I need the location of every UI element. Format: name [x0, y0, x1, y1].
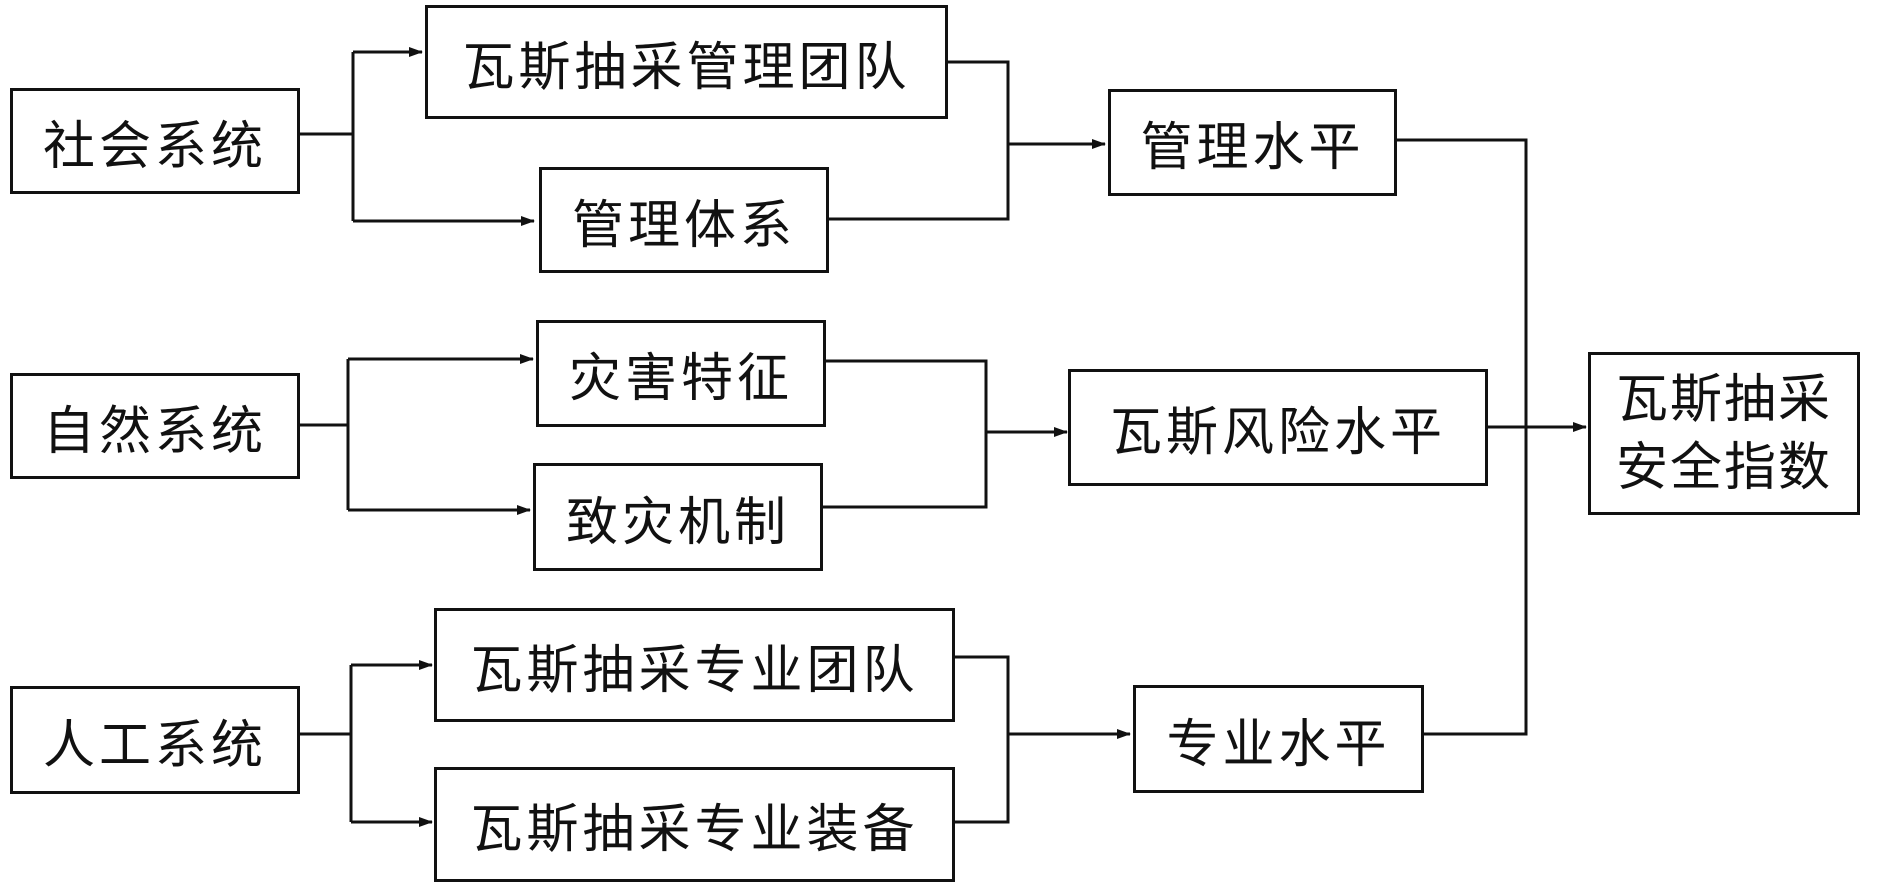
- edge-artificial-split: [300, 665, 353, 822]
- node-natural-system: 自然系统: [10, 373, 300, 479]
- edge-pro-merge: [955, 655, 1010, 824]
- node-mgmt-system: 管理体系: [539, 167, 829, 273]
- node-social-system: 社会系统: [10, 88, 300, 194]
- node-pro-level: 专业水平: [1133, 685, 1424, 793]
- edge-gas-mgmt-team-out: [829, 60, 1010, 221]
- edge-social-split: [300, 52, 355, 221]
- edge-natural-split: [300, 359, 350, 510]
- node-gas-pro-team: 瓦斯抽采专业团队: [434, 608, 955, 722]
- safety-index-line-1: 瓦斯抽采: [1615, 369, 1832, 430]
- node-gas-pro-equipment: 瓦斯抽采专业装备: [434, 767, 955, 882]
- node-safety-index: 瓦斯抽采 安全指数: [1588, 352, 1860, 515]
- edge-levels-bus: [1397, 138, 1528, 736]
- edge-disaster-merge: [823, 359, 988, 509]
- node-artificial-system: 人工系统: [10, 686, 300, 794]
- node-mgmt-level: 管理水平: [1108, 89, 1397, 196]
- node-disaster-features: 灾害特征: [536, 320, 826, 427]
- node-disaster-mechanism: 致灾机制: [533, 463, 823, 571]
- safety-index-line-2: 安全指数: [1615, 437, 1832, 498]
- node-gas-mgmt-team: 瓦斯抽采管理团队: [425, 5, 948, 119]
- node-gas-risk-level: 瓦斯风险水平: [1068, 369, 1488, 486]
